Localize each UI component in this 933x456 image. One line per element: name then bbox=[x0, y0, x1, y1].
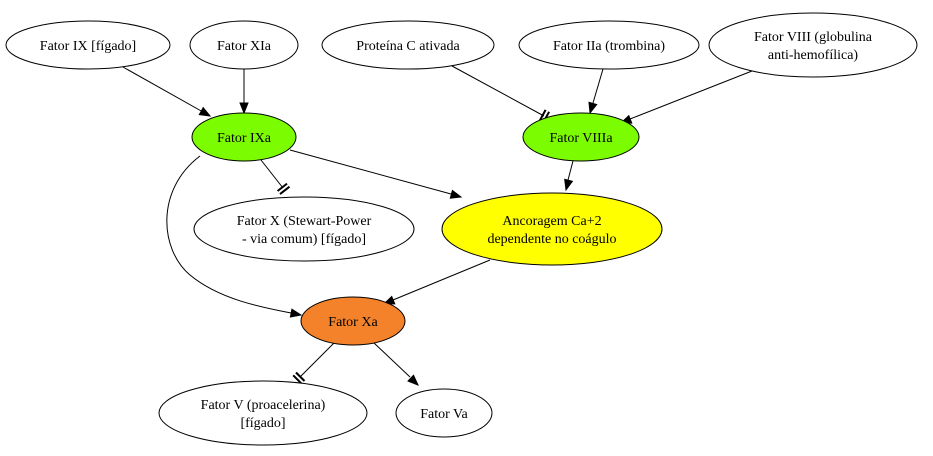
node-ellipse bbox=[522, 112, 640, 162]
edge-line bbox=[289, 149, 452, 195]
node-ancoragem: Ancoragem Ca+2 dependente no coágulo bbox=[441, 192, 663, 266]
edge-line bbox=[592, 68, 604, 104]
node-label: [fígado] bbox=[240, 416, 285, 431]
edge-fator_xa-to-fator_v bbox=[292, 342, 335, 385]
node-ellipse bbox=[708, 12, 918, 78]
edge-fator_viii-to-fator_viiia bbox=[619, 70, 753, 124]
node-label: Fator X (Stewart-Power bbox=[237, 214, 372, 229]
edge-fator_iia-to-fator_viiia bbox=[588, 68, 604, 115]
node-label: Fator IX [fígado] bbox=[40, 39, 136, 54]
nodes-layer: Fator IX [fígado] Fator XIa Proteína C ati… bbox=[5, 12, 918, 446]
edge-fator_xia-to-fator_ixa bbox=[239, 69, 249, 115]
node-ellipse bbox=[518, 20, 700, 70]
edge-line bbox=[629, 70, 753, 120]
node-ellipse bbox=[189, 20, 299, 70]
node-fator-iia: Fator IIa (trombina) bbox=[518, 20, 700, 70]
node-label: Fator VIII (globulina bbox=[754, 30, 873, 45]
node-ellipse bbox=[321, 20, 495, 70]
inhibition-tee-icon bbox=[276, 182, 288, 192]
edge-ancoragem-to-fator_xa bbox=[382, 259, 491, 305]
node-label: Fator Va bbox=[420, 407, 468, 422]
edge-fator_ixa-to-fator_x bbox=[260, 159, 291, 195]
edge-fator_ixa-to-fator_xa bbox=[166, 155, 303, 318]
node-fator-v: Fator V (proacelerina) [fígado] bbox=[158, 380, 368, 446]
node-fator-viii: Fator VIII (globulina anti-hemofílica) bbox=[708, 12, 918, 78]
edge-line bbox=[451, 65, 545, 117]
node-fator-x: Fator X (Stewart-Power - via comum) [fíga… bbox=[193, 196, 415, 262]
edge-fator_xa-to-fator_va bbox=[373, 342, 419, 386]
edge-line bbox=[373, 342, 411, 378]
node-label: Fator IIa (trombina) bbox=[553, 39, 665, 54]
inhibition-tee-icon bbox=[292, 374, 303, 385]
node-fator-xa: Fator Xa bbox=[300, 296, 406, 346]
inhibition-tee-icon bbox=[295, 371, 306, 382]
node-label: Fator IXa bbox=[217, 131, 272, 146]
edge-line bbox=[260, 159, 284, 189]
node-label: dependente no coágulo bbox=[487, 232, 616, 247]
arrowhead-icon bbox=[198, 106, 212, 117]
node-fator-ixa: Fator IXa bbox=[191, 112, 297, 162]
edge-fator_viiia-to-ancoragem bbox=[564, 160, 574, 192]
edges-layer bbox=[122, 65, 753, 386]
edge-line bbox=[122, 66, 204, 113]
arrowhead-icon bbox=[407, 374, 419, 386]
node-ellipse bbox=[5, 20, 171, 70]
node-label: Ancoragem Ca+2 bbox=[502, 214, 601, 229]
arrowhead-icon bbox=[449, 189, 463, 199]
node-fator-xia: Fator XIa bbox=[189, 20, 299, 70]
node-label: Fator XIa bbox=[217, 39, 272, 54]
edge-line bbox=[299, 342, 335, 378]
node-label: Proteína C ativada bbox=[356, 39, 460, 54]
node-ellipse bbox=[441, 192, 663, 266]
node-ellipse bbox=[395, 388, 493, 438]
node-label: Fator V (proacelerina) bbox=[201, 398, 326, 413]
node-fator-ix: Fator IX [fígado] bbox=[5, 20, 171, 70]
edge-fator_ixa-to-ancoragem bbox=[289, 149, 463, 199]
edge-line bbox=[567, 160, 574, 181]
edge-line bbox=[166, 155, 292, 314]
node-proteina-c: Proteína C ativada bbox=[321, 20, 495, 70]
arrowhead-icon bbox=[289, 308, 303, 318]
node-fator-va: Fator Va bbox=[395, 388, 493, 438]
edge-line bbox=[392, 259, 491, 301]
node-ellipse bbox=[300, 296, 406, 346]
inhibition-tee-icon bbox=[539, 109, 547, 121]
node-fator-viiia: Fator VIIIa bbox=[522, 112, 640, 162]
node-label: anti-hemofílica) bbox=[768, 48, 859, 63]
arrowhead-icon bbox=[239, 102, 249, 115]
node-ellipse bbox=[158, 380, 368, 446]
edge-proteina_c-to-fator_viiia bbox=[451, 65, 550, 123]
node-label: - via comum) [fígado] bbox=[242, 232, 366, 247]
edge-fator_ix-to-fator_ixa bbox=[122, 66, 212, 117]
node-label: Fator Xa bbox=[328, 315, 378, 330]
node-label: Fator VIIIa bbox=[549, 131, 613, 146]
node-ellipse bbox=[193, 196, 415, 262]
node-ellipse bbox=[191, 112, 297, 162]
arrowhead-icon bbox=[564, 178, 574, 192]
arrowhead-icon bbox=[588, 101, 598, 115]
inhibition-tee-icon bbox=[279, 185, 291, 195]
